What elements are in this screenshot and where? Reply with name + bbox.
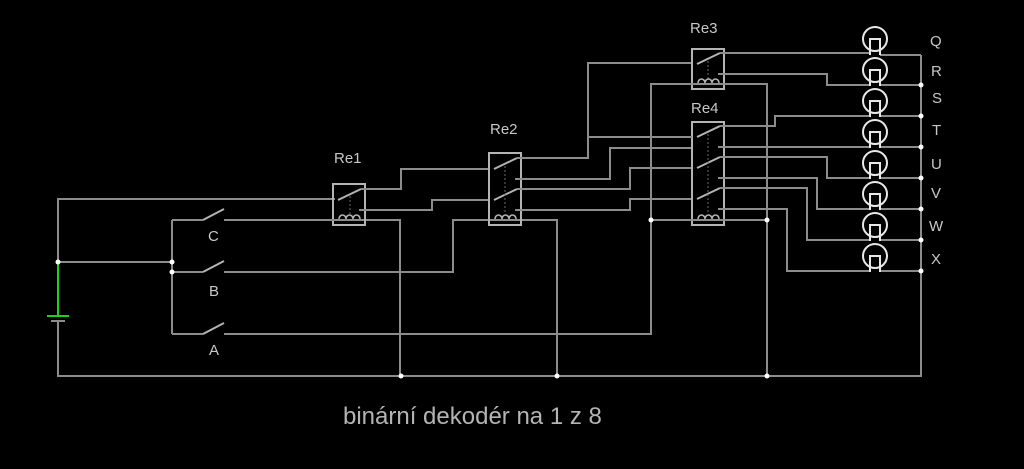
relay-re3-label: Re3	[690, 20, 718, 37]
wire-switch-b-to-re2-coil	[224, 219, 558, 376]
wire-out-w	[720, 187, 869, 241]
output-label-t: T	[932, 122, 941, 139]
battery	[47, 262, 69, 322]
junction-dot	[918, 206, 924, 212]
wire-re1-no	[361, 168, 490, 190]
junction-dot	[918, 268, 924, 274]
switch-c-blade[interactable]	[202, 208, 225, 221]
lamp-bulb-icon	[862, 119, 888, 145]
lamp-bulb-icon	[862, 212, 888, 238]
junction-dot	[648, 217, 654, 223]
relay-re1-label: Re1	[334, 150, 362, 167]
lamp-filament-icon	[869, 38, 881, 55]
relay-re3-coil-icon	[697, 78, 720, 84]
junction-dot	[169, 259, 175, 265]
lamp-bulb-icon	[862, 88, 888, 114]
switch-c[interactable]: C	[202, 208, 225, 245]
relay-re3-body	[691, 48, 725, 90]
wire-re2-out-2	[515, 147, 692, 180]
wire-switch-a-to-re4-coil	[224, 220, 652, 335]
relay-re2-coil-icon	[494, 214, 517, 220]
wire-supply-re1-common	[57, 198, 335, 262]
output-label-u: U	[931, 156, 942, 173]
relay-re1-contact	[337, 188, 362, 201]
wire-out-x	[718, 208, 869, 272]
lamp-bulb-icon	[862, 181, 888, 207]
junction-dot	[918, 113, 924, 119]
relay-re3: Re3	[690, 20, 725, 90]
switch-a[interactable]: A	[202, 322, 225, 359]
wire-out-v	[718, 177, 869, 210]
relay-re4-contact-1	[696, 125, 721, 138]
output-label-x: X	[931, 251, 941, 268]
lamp-r	[862, 57, 888, 86]
lamp-bulb-icon	[862, 26, 888, 52]
wire-out-u	[720, 156, 869, 179]
wire-re2-out-4	[515, 198, 692, 211]
lamp-filament-icon	[869, 69, 881, 86]
junction-dot	[918, 82, 924, 88]
junction-dot	[918, 144, 924, 150]
relay-re1-coil-icon	[338, 214, 361, 220]
relay-re4: Re4	[691, 100, 725, 226]
lamp-s	[862, 88, 888, 117]
lamp-w	[862, 212, 888, 241]
wire-return-rail	[57, 55, 922, 377]
relay-re4-coil-icon	[697, 214, 720, 220]
junctions	[55, 82, 924, 379]
junction-dot	[764, 217, 770, 223]
junction-dot	[554, 373, 560, 379]
junction-dot	[918, 175, 924, 181]
diagram-caption: binární dekodér na 1 z 8	[343, 403, 602, 430]
output-label-r: R	[931, 63, 942, 80]
junction-dot	[55, 259, 61, 265]
relay-re2-contact-1	[493, 157, 518, 170]
switch-a-blade[interactable]	[202, 322, 225, 335]
junction-dot	[169, 269, 175, 275]
wire-re2-out-3	[517, 167, 692, 190]
lamp-u	[862, 150, 888, 179]
switch-b[interactable]: B	[202, 260, 225, 300]
lamp-filament-icon	[869, 224, 881, 241]
lamp-t	[862, 119, 888, 148]
relay-re4-body	[691, 121, 725, 226]
lamp-column	[862, 26, 888, 272]
lamp-bulb-icon	[862, 150, 888, 176]
wire-re1-nc	[359, 199, 490, 211]
relay-re4-label: Re4	[691, 100, 719, 117]
output-label-v: V	[931, 185, 941, 202]
lamp-v	[862, 181, 888, 210]
output-label-s: S	[932, 90, 942, 107]
lamp-filament-icon	[869, 131, 881, 148]
junction-dot	[764, 373, 770, 379]
switch-c-label: C	[208, 228, 219, 245]
lamp-filament-icon	[869, 100, 881, 117]
junction-dot	[398, 373, 404, 379]
lamp-x	[862, 243, 888, 272]
relay-re1-body	[332, 183, 366, 226]
lamp-filament-icon	[869, 162, 881, 179]
lamp-bulb-icon	[862, 57, 888, 83]
switch-a-label: A	[209, 342, 219, 359]
lamp-filament-icon	[869, 193, 881, 210]
relay-re2-label: Re2	[490, 121, 518, 138]
output-label-w: W	[929, 218, 944, 235]
switch-b-label: B	[209, 283, 219, 300]
lamp-return-wires	[880, 54, 921, 272]
junction-dot	[918, 237, 924, 243]
relay-re3-contact	[696, 52, 721, 65]
switch-b-blade[interactable]	[202, 260, 225, 273]
wire-out-r	[718, 73, 869, 86]
lamp-filament-icon	[869, 255, 881, 272]
relay-re4-contact-3	[696, 187, 721, 200]
wire-re3-coil	[650, 83, 768, 220]
relay-re1: Re1	[332, 150, 366, 226]
wire-out-s	[720, 115, 869, 127]
lamp-q	[862, 26, 888, 55]
wire-switch-c-to-re1-coil	[224, 219, 401, 376]
wire-re2-out-1	[517, 62, 692, 159]
lamp-bulb-icon	[862, 243, 888, 269]
output-label-q: Q	[930, 33, 942, 50]
